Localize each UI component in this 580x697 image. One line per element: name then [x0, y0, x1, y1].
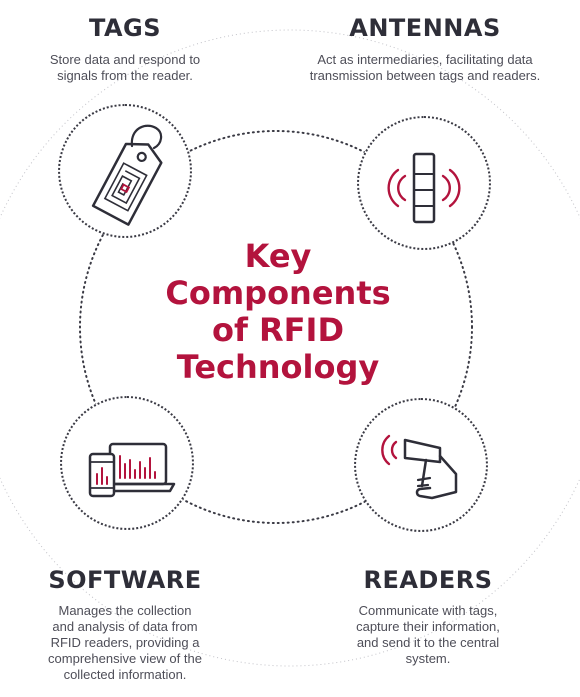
- tags-node: [58, 104, 192, 238]
- software-description-line: and analysis of data from: [52, 619, 198, 634]
- center-title-line: Components: [165, 274, 391, 312]
- readers-description-line: and send it to the central: [356, 635, 500, 650]
- antennas-description: Act as intermediaries, facilitating data…: [285, 52, 565, 84]
- readers-title: READERS: [363, 566, 493, 594]
- center-title-line: Key: [244, 237, 312, 275]
- software-description-line: Manages the collection: [58, 603, 192, 618]
- center-title: Key Components of RFID Technology: [140, 238, 416, 386]
- software-node: [60, 396, 194, 530]
- tags-description-line: Store data and respond to: [49, 52, 201, 67]
- antennas-title: ANTENNAS: [349, 14, 501, 42]
- center-title-line: Technology: [176, 348, 380, 386]
- readers-node: [354, 398, 488, 532]
- readers-description-line: system.: [405, 651, 451, 666]
- center-title-line: of RFID: [211, 311, 344, 349]
- readers-description: Communicate with tags, capture their inf…: [328, 603, 528, 667]
- tags-title: TAGS: [88, 14, 162, 42]
- software-description-line: RFID readers, providing a: [50, 635, 200, 650]
- antennas-description-line: transmission between tags and readers.: [309, 68, 541, 83]
- readers-description-line: capture their information,: [356, 619, 500, 634]
- readers-description-line: Communicate with tags,: [358, 603, 498, 618]
- antennas-description-line: Act as intermediaries, facilitating data: [317, 52, 533, 67]
- antenna-icon: [387, 152, 461, 224]
- inner-dotted-circle: [79, 130, 473, 524]
- handheld-reader-icon: [381, 434, 458, 500]
- software-description: Manages the collection and analysis of d…: [30, 603, 220, 683]
- rfid-tag-icon: [91, 124, 163, 226]
- antennas-node: [357, 116, 491, 250]
- software-description-line: collected information.: [63, 667, 187, 682]
- tags-description-line: signals from the reader.: [57, 68, 193, 83]
- software-title: SOFTWARE: [48, 566, 202, 594]
- software-description-line: comprehensive view of the: [48, 651, 202, 666]
- software-devices-icon: [88, 442, 176, 498]
- tags-description: Store data and respond to signals from t…: [20, 52, 230, 84]
